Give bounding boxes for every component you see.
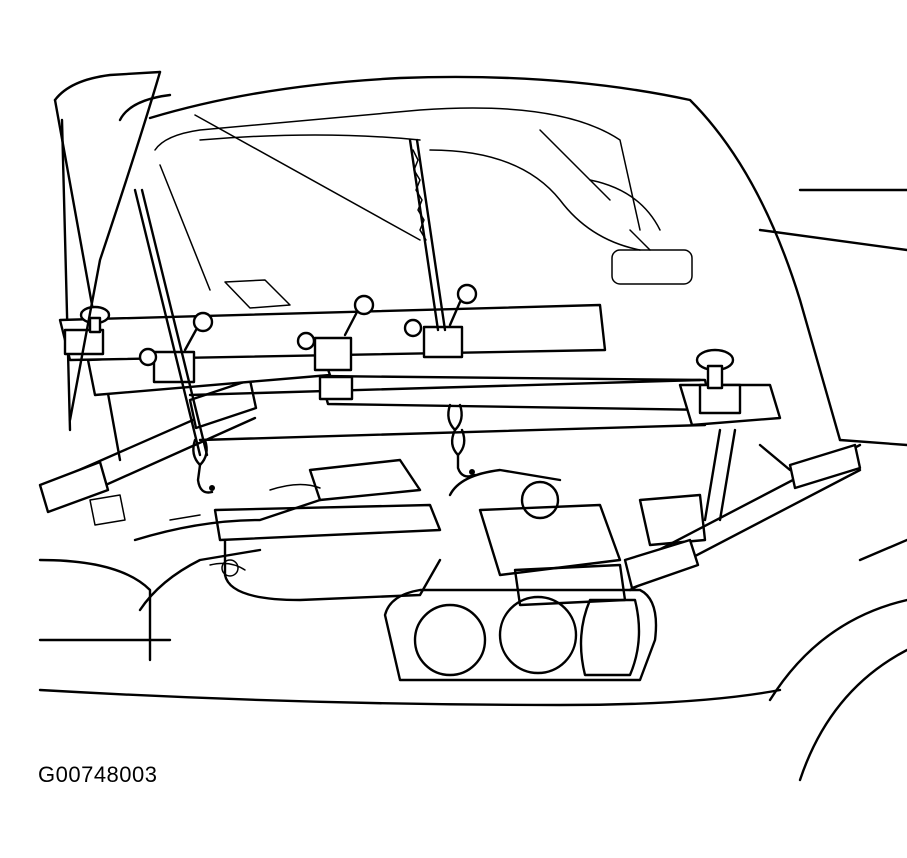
lifting-rods	[68, 70, 447, 457]
fixture-clamps	[63, 305, 742, 415]
chains-and-hooks	[192, 403, 477, 494]
engine-compartment	[89, 458, 707, 612]
fixture-cross-beams	[58, 303, 782, 442]
vehicle-body	[38, 70, 907, 782]
figure-id-label: G00748003	[38, 762, 158, 787]
front-grille-headlights	[383, 588, 658, 682]
fixture-side-rails	[38, 378, 862, 592]
adjuster-balls	[138, 283, 478, 367]
hood	[118, 75, 842, 442]
